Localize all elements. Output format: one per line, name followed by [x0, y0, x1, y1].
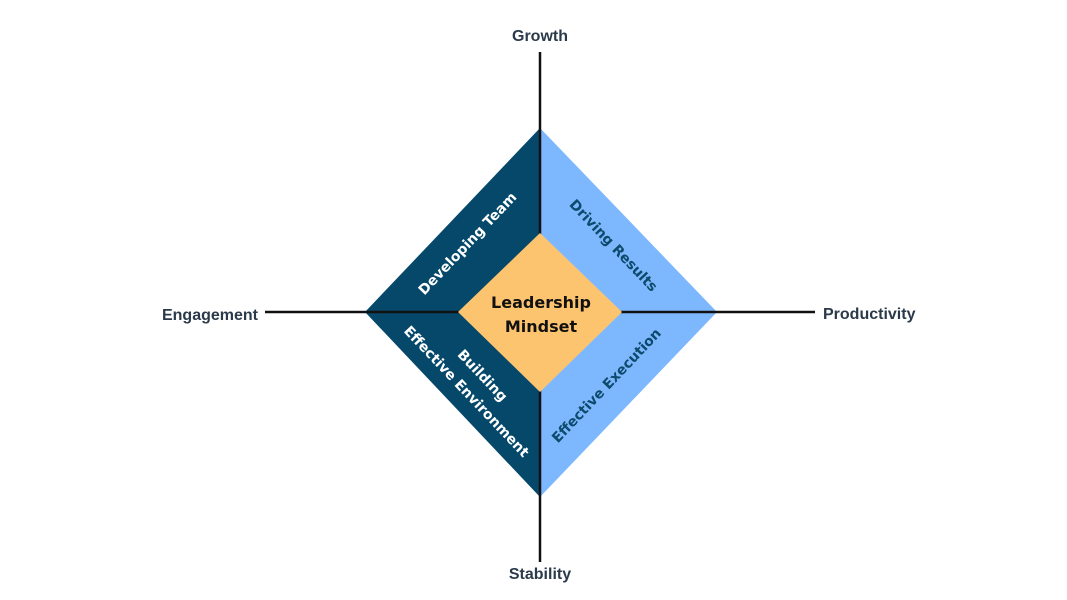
quadrant-developing-team — [365, 128, 540, 312]
quadrant-driving-results — [540, 128, 717, 312]
axis-label-productivity: Productivity — [823, 306, 916, 323]
axis-label-stability: Stability — [509, 566, 571, 583]
quadrant-building-effective-environment — [365, 312, 540, 497]
center-label-line1: Leadership — [491, 293, 591, 312]
quadrant-effective-execution — [540, 312, 717, 497]
axis-label-growth: Growth — [512, 28, 568, 45]
center-diamond — [458, 233, 622, 392]
center-label-line2: Mindset — [505, 317, 578, 336]
axis-label-engagement: Engagement — [162, 307, 259, 324]
